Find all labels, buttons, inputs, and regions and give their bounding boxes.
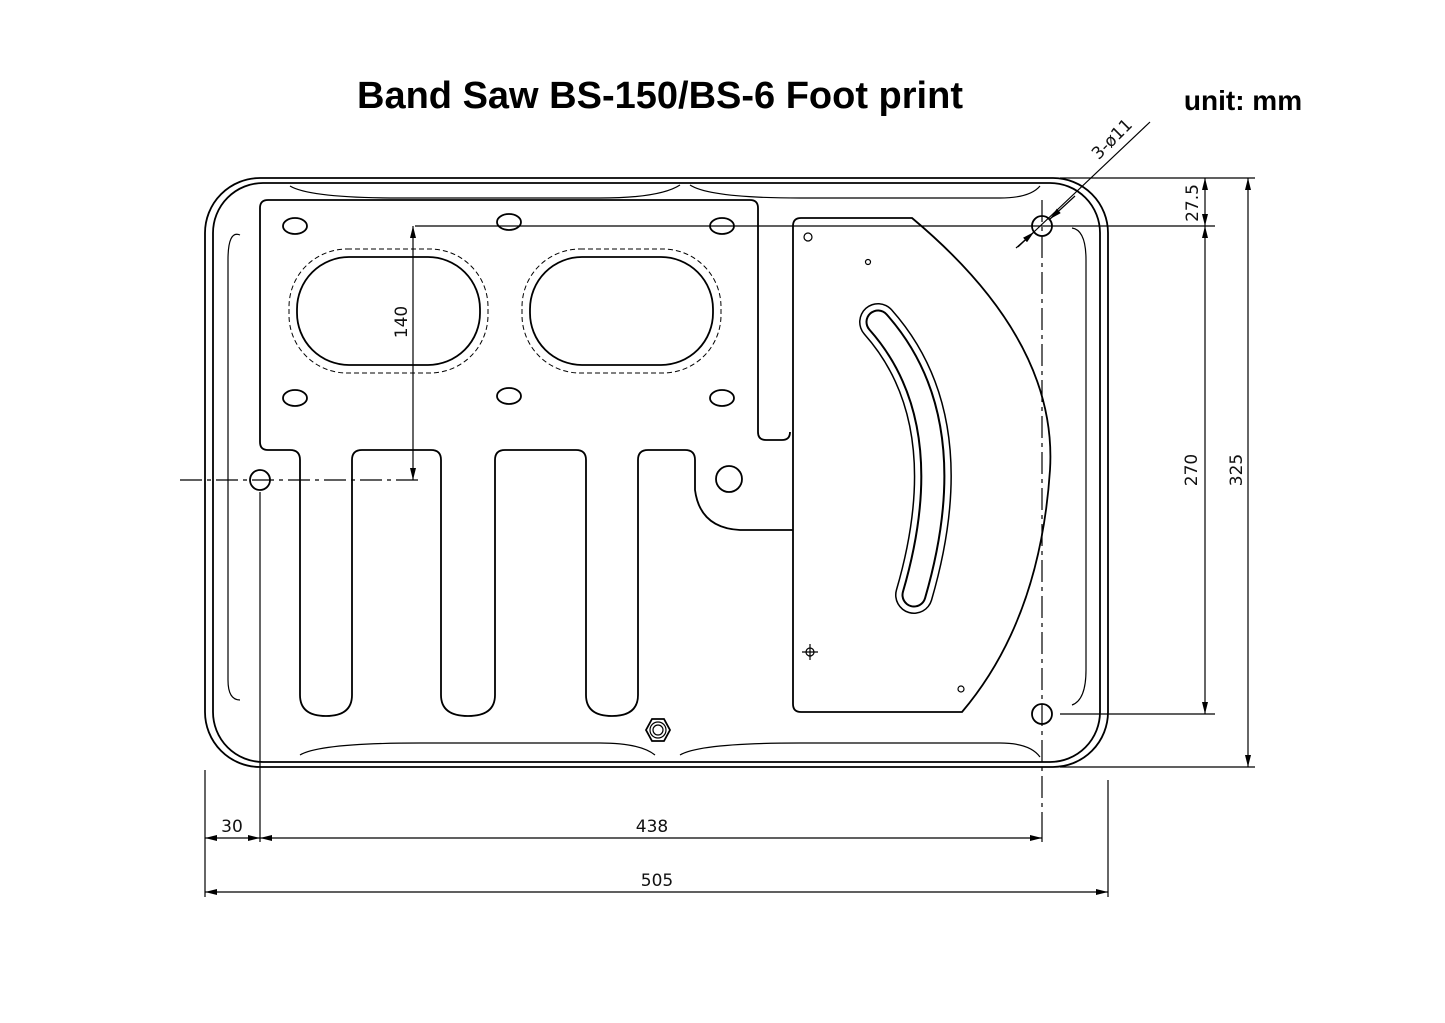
dim-top-offset: 27.5: [1183, 184, 1203, 222]
drawing-title: Band Saw BS-150/BS-6 Foot print: [357, 75, 963, 117]
dim-left-offset: 30: [221, 817, 243, 837]
extension-lines: [180, 121, 1255, 897]
dim-hole-span-width: 438: [636, 817, 668, 837]
plate-marks: [802, 232, 965, 693]
dim-hole-vertical-offset: 140: [392, 306, 412, 338]
dim-overall-depth: 325: [1227, 454, 1247, 486]
right-plate-outline: [792, 217, 1052, 713]
dim-overall-width: 505: [641, 871, 673, 891]
hex-nut-icon: [644, 718, 672, 742]
dim-hole-spec: 3-ø11: [1088, 115, 1137, 164]
left-plate-outline: [259, 199, 793, 717]
oval-openings: [288, 248, 722, 374]
unit-label: unit: mm: [1184, 85, 1302, 116]
dim-hole-span-depth: 270: [1182, 454, 1202, 486]
base-outline: [204, 177, 1109, 768]
dimension-lines: [205, 178, 1251, 895]
small-slots: [282, 213, 735, 407]
curved-slot: [859, 303, 952, 614]
